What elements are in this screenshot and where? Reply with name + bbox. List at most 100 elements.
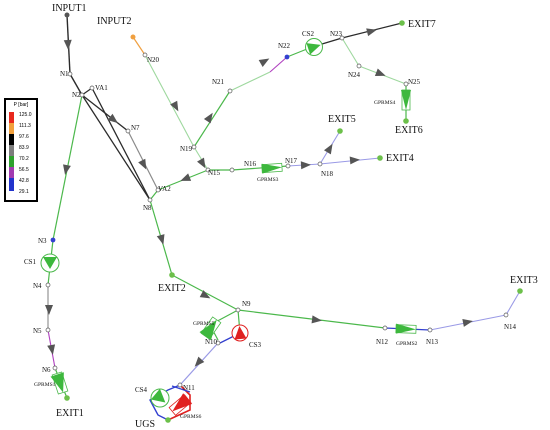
label-n21: N21 bbox=[212, 78, 225, 86]
label-n4: N4 bbox=[33, 282, 42, 290]
label-n7: N7 bbox=[131, 124, 140, 132]
label-cs2: CS2 bbox=[302, 30, 315, 38]
node-exit4[interactable] bbox=[377, 155, 383, 161]
label-va2: VA2 bbox=[158, 185, 171, 193]
arrow-12 bbox=[203, 112, 213, 124]
node-n2[interactable] bbox=[79, 92, 85, 98]
label-n8: N8 bbox=[143, 204, 152, 212]
node-exit1[interactable] bbox=[64, 395, 70, 401]
arrow-8 bbox=[156, 234, 165, 245]
label-exit2: EXIT2 bbox=[158, 283, 186, 294]
gprms5-icon[interactable] bbox=[199, 316, 223, 341]
legend-value: 70.2 bbox=[19, 156, 29, 162]
arrow-20 bbox=[47, 344, 56, 355]
label-gprms3: GPRMS3 bbox=[257, 177, 279, 183]
pipe-n23-n24 bbox=[341, 37, 360, 67]
label-gprms5: GPRMS5 bbox=[193, 321, 215, 327]
arrow-7 bbox=[180, 173, 192, 181]
gprms4-icon[interactable] bbox=[401, 89, 411, 111]
gprms3-icon[interactable] bbox=[261, 162, 283, 174]
pipe-input2-n20 bbox=[132, 36, 146, 56]
node-exit5[interactable] bbox=[337, 128, 343, 134]
node-va2[interactable] bbox=[155, 187, 161, 193]
node-input1[interactable] bbox=[64, 12, 70, 18]
legend-row: 70.2 bbox=[9, 156, 39, 169]
labels: INPUT1 INPUT2 EXIT1 EXIT2 EXIT3 EXIT4 EX… bbox=[24, 3, 538, 430]
node-n18[interactable] bbox=[317, 161, 323, 167]
cs4-icon[interactable] bbox=[150, 388, 170, 408]
node-n8[interactable] bbox=[147, 197, 153, 203]
legend-row: 56.5 bbox=[9, 167, 39, 180]
node-n3[interactable] bbox=[50, 237, 56, 243]
node-n1[interactable] bbox=[67, 71, 73, 77]
legend-value: 125.0 bbox=[19, 112, 32, 118]
node-n19[interactable] bbox=[191, 144, 197, 150]
label-exit4: EXIT4 bbox=[386, 153, 414, 164]
gprms1-icon[interactable] bbox=[50, 371, 69, 395]
arrow-2 bbox=[63, 164, 71, 175]
label-n24: N24 bbox=[348, 71, 361, 79]
legend-swatch bbox=[9, 167, 14, 180]
pipe-n1-n2 bbox=[69, 73, 83, 96]
node-n21[interactable] bbox=[227, 88, 233, 94]
node-n15[interactable] bbox=[205, 167, 211, 173]
pipelines bbox=[47, 14, 521, 421]
label-exit1: EXIT1 bbox=[56, 408, 84, 419]
arrow-19 bbox=[45, 305, 53, 315]
pressure-legend: P [bar] 125.0 111.3 97.6 83.9 70.2 56.5 … bbox=[4, 98, 38, 202]
label-gprms6: GPRMS6 bbox=[180, 414, 202, 420]
label-n18: N18 bbox=[321, 170, 334, 178]
arrow-6 bbox=[197, 157, 206, 169]
legend-value: 111.3 bbox=[19, 123, 31, 129]
label-n20: N20 bbox=[147, 56, 160, 64]
node-n25[interactable] bbox=[403, 81, 409, 87]
node-input2[interactable] bbox=[130, 34, 136, 40]
pipe-n11-cs4-ugs bbox=[149, 384, 181, 421]
label-n10: N10 bbox=[205, 338, 218, 346]
node-n24[interactable] bbox=[356, 63, 362, 69]
node-n13[interactable] bbox=[427, 327, 433, 333]
node-n4[interactable] bbox=[45, 282, 51, 288]
node-n14[interactable] bbox=[503, 312, 509, 318]
node-exit2[interactable] bbox=[169, 272, 175, 278]
node-n9[interactable] bbox=[235, 307, 241, 313]
node-n23[interactable] bbox=[339, 35, 345, 41]
label-n11: N11 bbox=[183, 384, 195, 392]
label-exit6: EXIT6 bbox=[395, 125, 423, 136]
node-n17[interactable] bbox=[285, 163, 291, 169]
gprms2-icon[interactable] bbox=[395, 323, 417, 335]
pipe-n18-exit4 bbox=[319, 157, 381, 165]
label-input1: INPUT1 bbox=[52, 3, 86, 14]
node-exit7[interactable] bbox=[399, 20, 405, 26]
node-n10[interactable] bbox=[215, 340, 221, 346]
cs1-icon[interactable] bbox=[40, 253, 60, 273]
node-n7[interactable] bbox=[125, 128, 131, 134]
node-ugs[interactable] bbox=[165, 417, 171, 423]
node-n16[interactable] bbox=[229, 167, 235, 173]
node-exit3[interactable] bbox=[517, 288, 523, 294]
label-n16: N16 bbox=[244, 160, 257, 168]
arrow-17 bbox=[323, 143, 333, 155]
legend-row: 97.6 bbox=[9, 134, 39, 147]
label-exit3: EXIT3 bbox=[510, 275, 538, 286]
node-n11[interactable] bbox=[177, 382, 183, 388]
node-n12[interactable] bbox=[382, 325, 388, 331]
legend-value: 56.5 bbox=[19, 167, 29, 173]
cs2-icon[interactable] bbox=[305, 38, 323, 56]
node-va1[interactable] bbox=[89, 85, 95, 91]
label-cs3: CS3 bbox=[249, 341, 262, 349]
gprms6-icon[interactable] bbox=[168, 393, 193, 417]
label-cs1: CS1 bbox=[24, 258, 37, 266]
node-n20[interactable] bbox=[142, 52, 148, 58]
legend-value: 42.8 bbox=[19, 178, 29, 184]
node-n5[interactable] bbox=[45, 327, 51, 333]
node-exit6[interactable] bbox=[403, 118, 409, 124]
label-n23: N23 bbox=[330, 30, 343, 38]
node-n6[interactable] bbox=[52, 365, 58, 371]
cs3-icon[interactable] bbox=[231, 324, 249, 342]
legend-value: 29.1 bbox=[19, 189, 29, 195]
label-n2: N2 bbox=[72, 91, 81, 99]
label-gprms4: GPRMS4 bbox=[374, 100, 396, 106]
node-n22[interactable] bbox=[284, 54, 290, 60]
